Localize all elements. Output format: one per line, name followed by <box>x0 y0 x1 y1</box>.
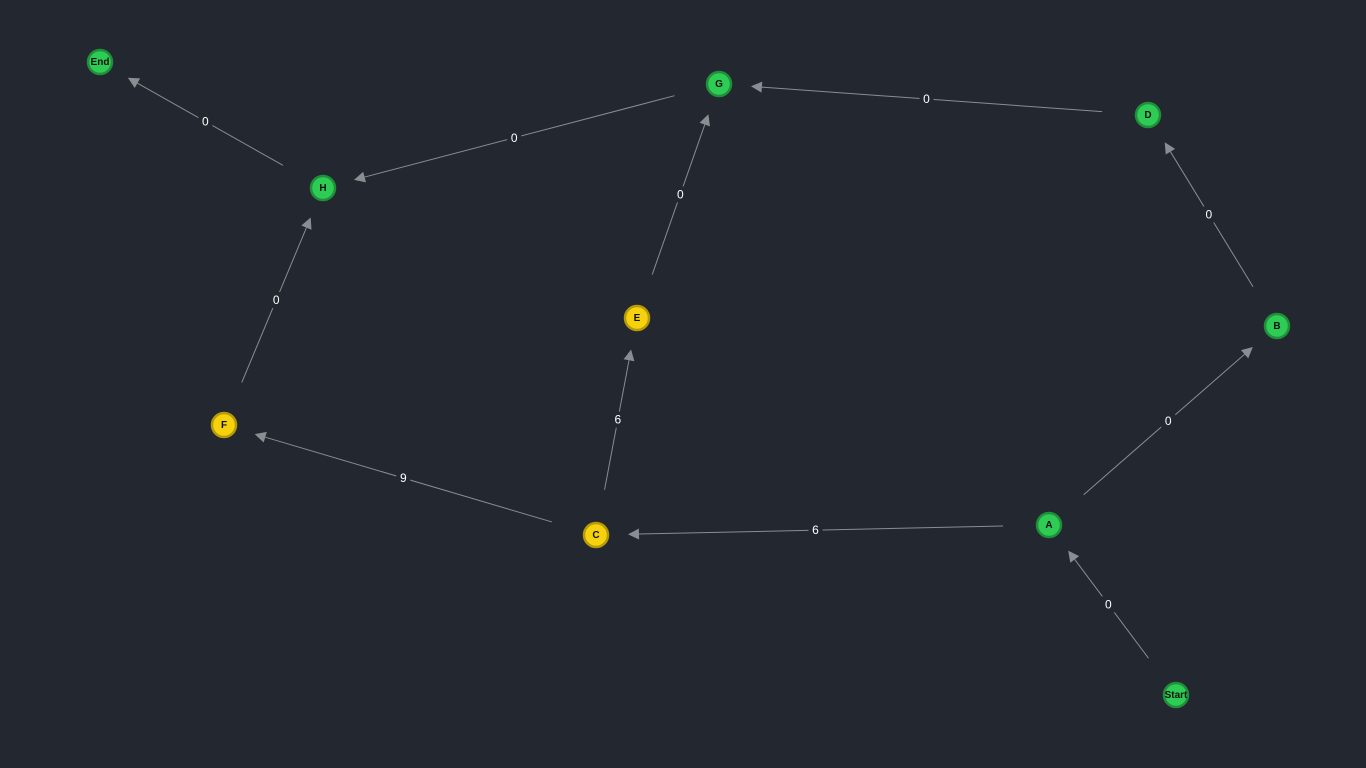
node-end[interactable]: End <box>86 48 114 76</box>
arrowhead-icon <box>127 77 141 88</box>
arrowhead-icon <box>750 81 763 93</box>
edge-a-to-b: 0 <box>1083 347 1253 496</box>
node-label: C <box>592 530 599 541</box>
arrowhead-icon <box>353 171 366 183</box>
node-circle[interactable] <box>705 70 733 98</box>
edge-weight-label: 0 <box>1206 208 1213 222</box>
edge-weight-label: 0 <box>511 131 518 145</box>
node-d[interactable]: D <box>1134 101 1162 129</box>
edge-c-to-f: 9 <box>254 431 553 523</box>
node-circle[interactable] <box>309 174 337 202</box>
node-circle[interactable] <box>86 48 114 76</box>
node-label: E <box>634 313 641 324</box>
edge-label-background <box>1201 206 1216 223</box>
node-label: End <box>91 57 110 68</box>
node-circle[interactable] <box>1162 681 1190 709</box>
node-label: H <box>319 183 326 194</box>
node-circle[interactable] <box>1134 101 1162 129</box>
edges-layer: 0 0 6 0 0 6 9 0 0 0 0 <box>127 77 1254 659</box>
node-e[interactable]: E <box>623 304 651 332</box>
edge-g-to-h: 0 <box>353 95 675 183</box>
arrowhead-icon <box>254 431 267 443</box>
arrowhead-icon <box>301 217 312 230</box>
node-a[interactable]: A <box>1035 511 1063 539</box>
node-start[interactable]: Start <box>1162 681 1190 709</box>
node-b[interactable]: B <box>1263 312 1291 340</box>
edge-d-to-g: 0 <box>750 81 1103 113</box>
edge-label-background <box>269 292 284 309</box>
arrowhead-icon <box>1164 142 1176 155</box>
edge-label-background <box>1101 596 1116 613</box>
edge-label-background <box>673 186 688 203</box>
node-circle[interactable] <box>1263 312 1291 340</box>
edge-c-to-e: 6 <box>604 349 635 490</box>
edge-weight-label: 9 <box>400 471 407 485</box>
node-label: B <box>1273 321 1280 332</box>
edge-label-background <box>507 129 522 146</box>
node-label: A <box>1045 520 1052 531</box>
edge-label-background <box>1161 412 1176 429</box>
edge-weight-label: 6 <box>614 413 621 427</box>
edge-label-background <box>808 522 823 539</box>
arrowhead-icon <box>623 349 635 362</box>
edge-label-background <box>198 113 213 130</box>
node-circle[interactable] <box>1035 511 1063 539</box>
node-h[interactable]: H <box>309 174 337 202</box>
arrowhead-icon <box>1068 550 1080 563</box>
edge-weight-label: 0 <box>202 115 209 129</box>
edge-f-to-h: 0 <box>241 217 312 383</box>
node-circle[interactable] <box>210 411 238 439</box>
arrowhead-icon <box>1240 347 1253 359</box>
node-label: G <box>715 79 723 90</box>
node-circle[interactable] <box>582 521 610 549</box>
node-label: F <box>221 420 227 431</box>
node-label: Start <box>1165 690 1188 701</box>
edge-label-background <box>396 470 411 487</box>
edge-label-background <box>919 90 934 107</box>
edge-a-to-c: 6 <box>627 522 1004 540</box>
node-f[interactable]: F <box>210 411 238 439</box>
node-label: D <box>1144 110 1151 121</box>
edge-h-to-end: 0 <box>127 77 284 166</box>
arrowhead-icon <box>627 528 640 540</box>
edge-start-to-a: 0 <box>1068 550 1149 659</box>
edge-b-to-d: 0 <box>1164 142 1254 288</box>
arrowhead-icon <box>699 114 710 127</box>
edge-weight-label: 6 <box>812 523 819 537</box>
edge-weight-label: 0 <box>273 293 280 307</box>
node-c[interactable]: C <box>582 521 610 549</box>
edge-weight-label: 0 <box>677 187 684 201</box>
node-g[interactable]: G <box>705 70 733 98</box>
edge-e-to-g: 0 <box>651 114 710 275</box>
edge-weight-label: 0 <box>1165 414 1172 428</box>
edge-weight-label: 0 <box>1105 597 1112 611</box>
edge-weight-label: 0 <box>923 92 930 106</box>
node-circle[interactable] <box>623 304 651 332</box>
edge-label-background <box>610 411 625 428</box>
